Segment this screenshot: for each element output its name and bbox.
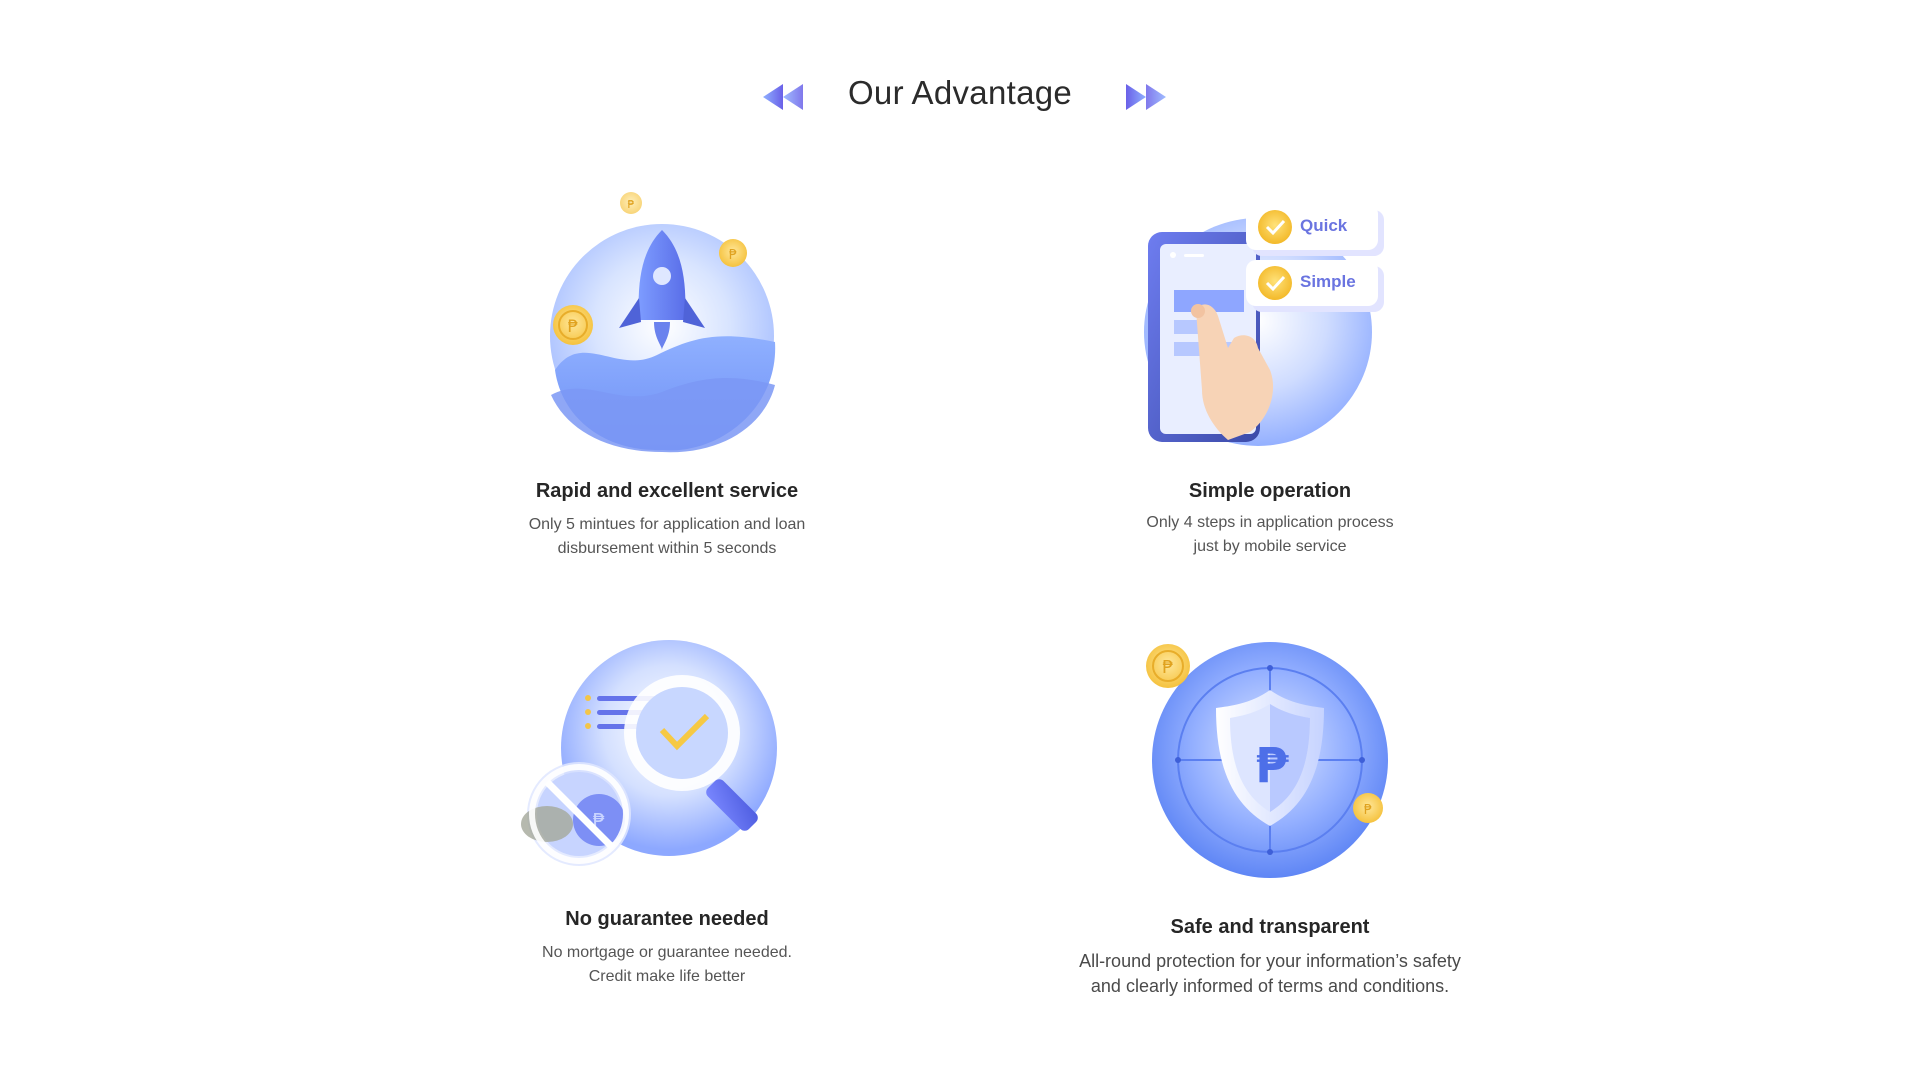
badge-simple: Simple — [1300, 272, 1356, 291]
svg-text:₱: ₱ — [729, 248, 737, 263]
badge-quick: Quick — [1300, 216, 1348, 235]
rocket-icon: ₱ ₱ ₱ — [507, 170, 827, 460]
card-title: Rapid and excellent service — [535, 480, 799, 502]
card-description: Only 4 steps in application process just… — [990, 511, 1550, 559]
card-description: All-round protection for your informatio… — [990, 949, 1550, 999]
card-title: No guarantee needed — [565, 908, 769, 930]
card-description-line: Only 5 mintues for application and loan — [528, 516, 806, 533]
mobile-tap-icon: Quick Simple — [1110, 170, 1430, 460]
card-title: Safe and transparent — [1170, 916, 1370, 938]
advantage-card-safe-transparent: ₱ ₱ ₱ Safe and transparent All-round pro… — [990, 628, 1550, 999]
shield-peso-icon: ₱ ₱ ₱ — [1110, 620, 1430, 910]
card-title: Simple operation — [1188, 480, 1352, 502]
card-description-line: and clearly informed of terms and condit… — [1090, 976, 1450, 996]
svg-text:₱: ₱ — [628, 198, 635, 211]
svg-text:₱: ₱ — [1255, 738, 1289, 794]
card-description: No mortgage or guarantee needed. Credit … — [387, 941, 947, 989]
card-description-line: disbursement within 5 seconds — [557, 540, 777, 557]
magnifier-check-icon: ₱ — [507, 618, 827, 908]
advantage-card-simple-operation: Quick Simple Simple operation Only 4 ste… — [990, 170, 1550, 559]
advantage-card-no-guarantee: ₱ No guarantee needed No mortgage or gua… — [387, 628, 947, 989]
card-description-line: No mortgage or guarantee needed. — [542, 944, 792, 961]
svg-text:₱: ₱ — [1162, 657, 1173, 678]
card-description-line: just by mobile service — [1193, 538, 1347, 555]
advantage-card-rapid-service: ₱ ₱ ₱ Rapid and excellent service Only 5… — [387, 170, 947, 561]
svg-text:₱: ₱ — [1364, 803, 1372, 818]
section-header: Our Advantage — [0, 68, 1920, 128]
card-description: Only 5 mintues for application and loan … — [387, 513, 947, 561]
section-title: Our Advantage — [847, 74, 1073, 111]
card-description-line: Credit make life better — [588, 968, 746, 985]
double-chevron-right-icon[interactable] — [1124, 80, 1168, 114]
card-description-line: Only 4 steps in application process — [1146, 514, 1394, 531]
svg-text:₱: ₱ — [568, 317, 579, 337]
double-chevron-left-icon[interactable] — [761, 80, 805, 114]
card-description-line: All-round protection for your informatio… — [1079, 951, 1461, 971]
